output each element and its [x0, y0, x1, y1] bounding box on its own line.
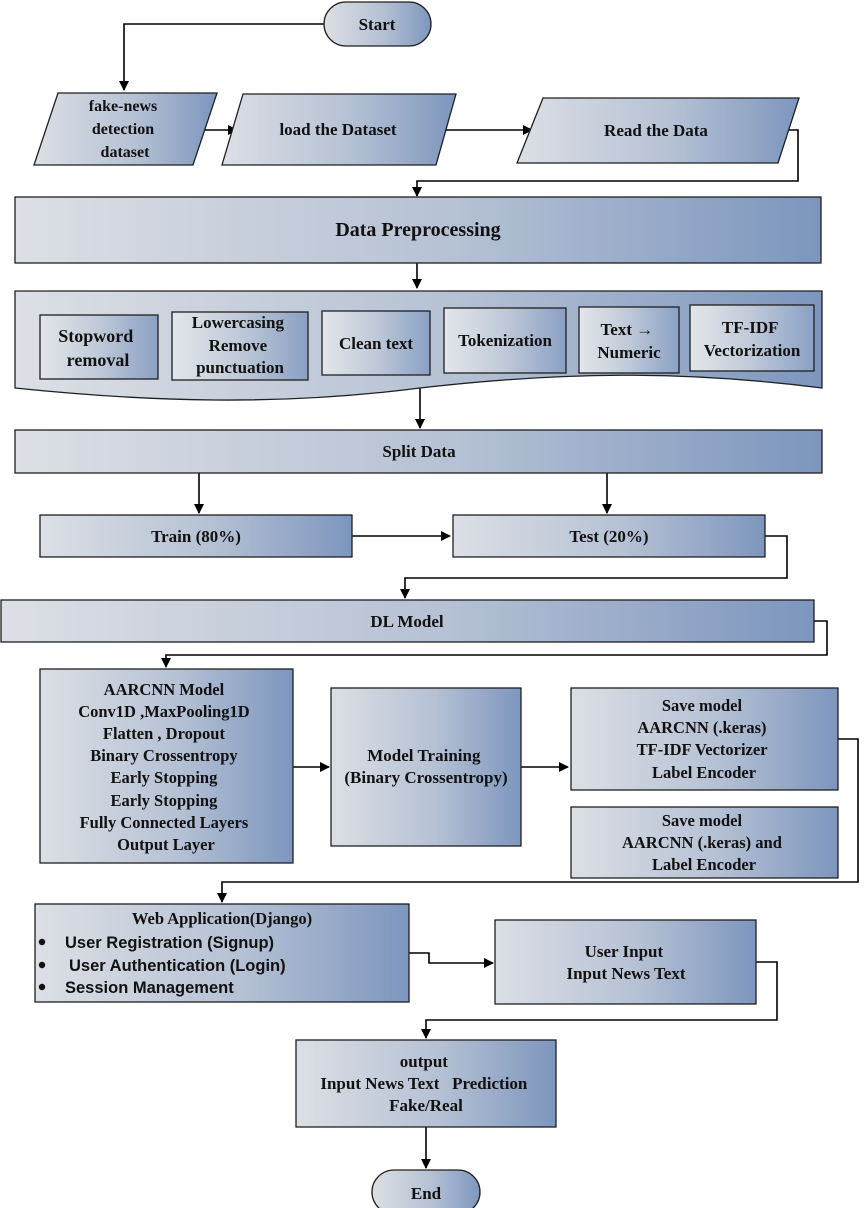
- svg-text:Text → Numeric: Text → Numeric: [597, 320, 661, 362]
- train-label: Train (80%): [151, 527, 241, 546]
- svg-text:TF-IDF Vectorization: TF-IDF Vectorization: [704, 318, 801, 360]
- svg-text:Tokenization: Tokenization: [458, 331, 552, 350]
- step-text-numeric: Text → Numeric: [578, 306, 680, 374]
- node-dl-model: DL Model: [0, 599, 815, 643]
- test-label: Test (20%): [569, 527, 648, 546]
- node-user-input: User Input Input News Text: [494, 919, 757, 1005]
- svg-text:Lowercasing Remove: Lowercasing Remove punctuation: [192, 313, 289, 377]
- read-label: Read the Data: [604, 121, 708, 140]
- node-data-preprocessing: Data Preprocessing: [14, 196, 822, 264]
- step-tfidf: TF-IDF Vectorization: [689, 304, 815, 372]
- preprocessing-label: Data Preprocessing: [335, 219, 500, 241]
- node-save-model-1: Save model AARCNN (.keras) TF-IDF Vector…: [570, 687, 839, 791]
- webapp-item-list: User Registration (Signup) User Authenti…: [38, 934, 286, 997]
- node-model-training: Model Training (Binary Crossentropy): [330, 687, 522, 847]
- svg-text:AARCNN Model Conv1D ,Max: AARCNN Model Conv1D ,MaxPooling1D Flatte…: [78, 680, 254, 854]
- start-label: Start: [359, 15, 396, 34]
- edge-start-dataset: [119, 23, 324, 91]
- svg-text:Save model AARCNN (.kera: Save model AARCNN (.keras) and Label Enc…: [622, 811, 786, 874]
- svg-text:Save model AARCNN (.kera: Save model AARCNN (.keras) TF-IDF Vector…: [637, 696, 772, 782]
- edge-read-preprocessing: [412, 129, 799, 197]
- edge-test-dlmodel: [400, 535, 788, 599]
- step-clean-text: Clean text: [321, 310, 431, 376]
- node-end: End: [371, 1169, 481, 1208]
- node-aarcnn-model: AARCNN Model Conv1D ,MaxPooling1D Flatte…: [39, 668, 294, 864]
- step-lowercasing: Lowercasing Remove punctuation: [171, 311, 309, 381]
- webapp-item: User Authentication (Login): [69, 957, 286, 975]
- svg-text:Stopword removal: Stopword removal: [58, 326, 138, 370]
- load-label: load the Dataset: [279, 120, 396, 139]
- node-split-data: Split Data: [14, 429, 823, 474]
- edges: [119, 23, 859, 1169]
- edge-save-webapp: [217, 738, 859, 903]
- edge-webapp-userinput: [409, 952, 494, 968]
- node-load-dataset: load the Dataset: [221, 93, 457, 166]
- node-start: Start: [323, 1, 432, 47]
- node-read-data: Read the Data: [516, 97, 800, 164]
- step-tokenization: Tokenization: [443, 307, 567, 374]
- node-save-model-2: Save model AARCNN (.keras) and Label Enc…: [570, 806, 839, 879]
- svg-text:Clean text: Clean text: [339, 334, 413, 353]
- node-train: Train (80%): [39, 514, 353, 558]
- edge-userinput-output: [421, 961, 778, 1039]
- split-label: Split Data: [382, 442, 456, 461]
- node-preprocessing-steps: Stopword removal Lowercasing Remove punc…: [14, 290, 823, 401]
- svg-text:output Input News Text: output Input News Text Prediction Fake/R…: [320, 1052, 531, 1115]
- svg-text:User Input Input News Te: User Input Input News Text: [566, 942, 685, 983]
- node-output: output Input News Text Prediction Fake/R…: [295, 1039, 557, 1128]
- dataset-label: fake-news detection dataset: [89, 98, 161, 161]
- step-stopword: Stopword removal: [39, 314, 159, 380]
- webapp-item: Session Management: [65, 979, 234, 997]
- dl-model-label: DL Model: [370, 612, 443, 631]
- node-web-application: Web Application(Django) User Registratio…: [34, 903, 410, 1003]
- edge-dlmodel-aarcnn: [161, 620, 828, 668]
- webapp-title: Web Application(Django): [132, 909, 312, 928]
- svg-text:Model Training (Binary C: Model Training (Binary Crossentropy): [344, 746, 507, 787]
- node-test: Test (20%): [452, 514, 766, 558]
- node-dataset: fake-news detection dataset: [33, 92, 218, 166]
- webapp-item: User Registration (Signup): [65, 934, 274, 952]
- end-label: End: [411, 1184, 442, 1203]
